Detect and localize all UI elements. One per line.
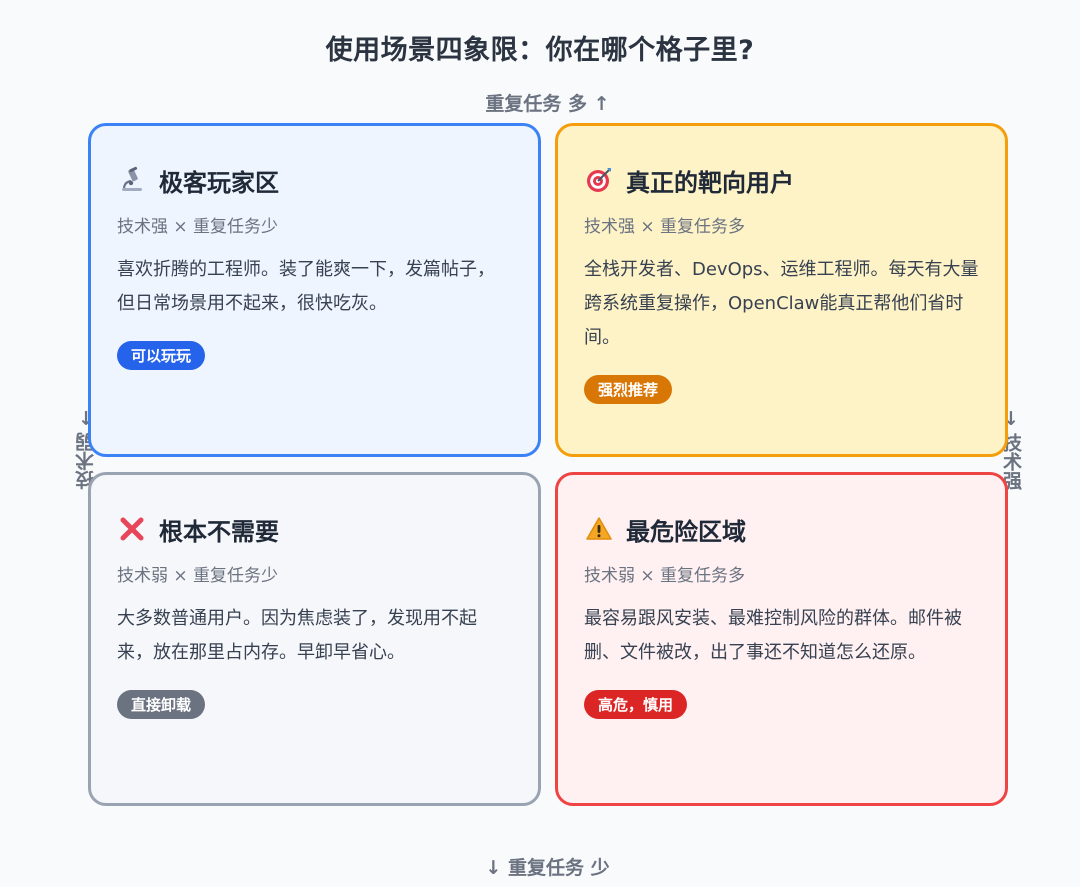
recommendation-badge: 强烈推荐 [584,375,673,404]
recommendation-badge: 直接卸载 [117,690,206,719]
target-icon [584,165,614,195]
quadrant-title: 最危险区域 [626,517,746,546]
quadrant-danger-zone: 最危险区域 技术弱 × 重复任务多 最容易跟风安装、最难控制风险的群体。邮件被删… [555,472,1008,806]
quadrant-description: 最容易跟风安装、最难控制风险的群体。邮件被删、文件被改，出了事还不知道怎么还原。 [584,608,962,663]
axis-label-bottom: ↓ 重复任务 少 [485,857,610,879]
quadrant-not-needed: 根本不需要 技术弱 × 重复任务少 大多数普通用户。因为焦虑装了，发现用不起来，… [88,472,541,806]
quadrant-subtitle: 技术弱 × 重复任务少 [117,566,279,586]
page-title: 使用场景四象限：你在哪个格子里? [325,35,755,66]
quadrant-description: 喜欢折腾的工程师。装了能爽一下，发篇帖子，但日常场景用不起来，很快吃灰。 [117,259,495,314]
warning-icon [584,514,614,544]
quadrant-description: 全栈开发者、DevOps、运维工程师。每天有大量跨系统重复操作，OpenClaw… [584,259,979,348]
quadrant-subtitle: 技术弱 × 重复任务多 [584,566,746,586]
quadrant-title: 真正的靶向用户 [626,168,794,197]
microscope-icon [117,165,147,195]
cross-mark-icon [117,514,147,544]
quadrant-subtitle: 技术强 × 重复任务少 [117,217,279,237]
quadrant-title: 根本不需要 [159,517,279,546]
quadrant-title: 极客玩家区 [159,168,279,197]
quadrant-target-users: 真正的靶向用户 技术强 × 重复任务多 全栈开发者、DevOps、运维工程师。每… [555,123,1008,457]
quadrant-subtitle: 技术强 × 重复任务多 [584,217,746,237]
recommendation-badge: 高危，慎用 [584,690,688,719]
quadrant-description: 大多数普通用户。因为焦虑装了，发现用不起来，放在那里占内存。早卸早省心。 [117,608,477,663]
recommendation-badge: 可以玩玩 [117,341,206,370]
axis-label-top: 重复任务 多 ↑ [485,93,610,115]
quadrant-geek-players: 极客玩家区 技术强 × 重复任务少 喜欢折腾的工程师。装了能爽一下，发篇帖子，但… [88,123,541,457]
